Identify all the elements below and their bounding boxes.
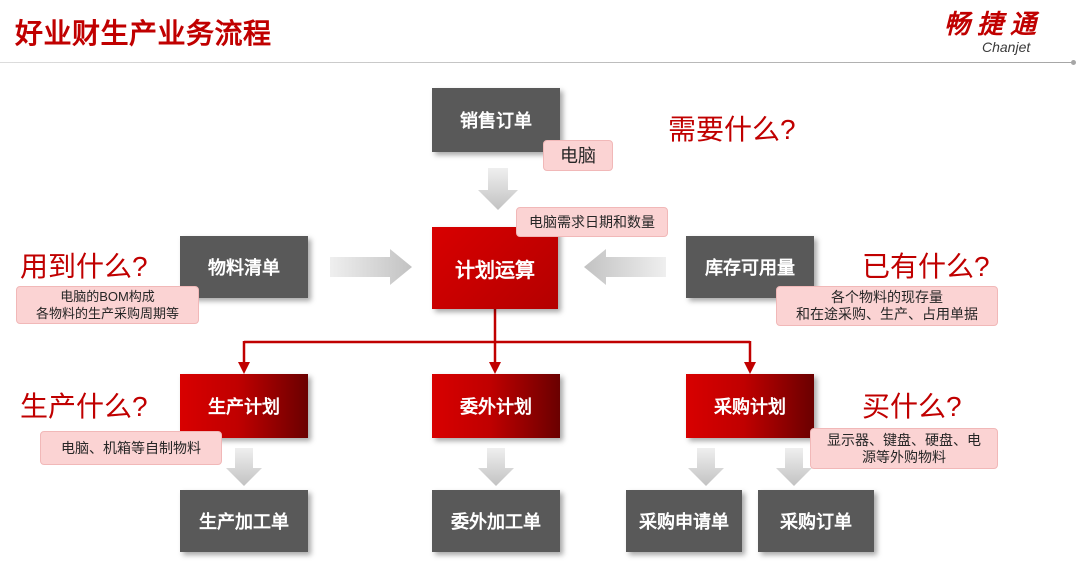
node-purchase-order: 采购订单 bbox=[758, 490, 874, 552]
right-arrow-bom-to-plan bbox=[330, 249, 412, 285]
note-production-text: 电脑、机箱等自制物料 bbox=[61, 439, 201, 456]
note-bom: 电脑的BOM构成 各物料的生产采购周期等 bbox=[16, 286, 199, 324]
note-demand-text: 电脑需求日期和数量 bbox=[529, 213, 655, 230]
down-arrow-production-plan bbox=[226, 448, 262, 486]
node-production-plan: 生产计划 bbox=[180, 374, 308, 438]
down-arrow-outsourcing-plan bbox=[478, 448, 514, 486]
note-demand: 电脑需求日期和数量 bbox=[516, 207, 668, 237]
question-have: 已有什么? bbox=[862, 251, 990, 282]
note-stock-line-1: 各个物料的现存量 bbox=[831, 289, 943, 305]
note-bom-line-2: 各物料的生产采购周期等 bbox=[35, 306, 179, 321]
note-purchase-line-2: 源等外购物料 bbox=[862, 448, 946, 465]
node-bom: 物料清单 bbox=[180, 236, 308, 298]
node-sales-order: 销售订单 bbox=[432, 88, 560, 152]
note-production: 电脑、机箱等自制物料 bbox=[40, 431, 222, 465]
note-purchase: 显示器、键盘、硬盘、电 源等外购物料 bbox=[810, 428, 998, 469]
node-purchase-request: 采购申请单 bbox=[626, 490, 742, 552]
question-use: 用到什么? bbox=[20, 251, 148, 282]
note-stock: 各个物料的现存量 和在途采购、生产、占用单据 bbox=[776, 286, 998, 326]
down-arrow-sales-to-plan bbox=[478, 168, 518, 210]
note-purchase-line-1: 显示器、键盘、硬盘、电 bbox=[827, 431, 981, 448]
node-outsourcing-order: 委外加工单 bbox=[432, 490, 560, 552]
node-outsourcing-plan: 委外计划 bbox=[432, 374, 560, 438]
node-production-order: 生产加工单 bbox=[180, 490, 308, 552]
node-purchase-plan: 采购计划 bbox=[686, 374, 814, 438]
note-sales-order: 电脑 bbox=[543, 140, 613, 171]
down-arrow-purchase-request bbox=[688, 448, 724, 486]
node-plan-calculation: 计划运算 bbox=[432, 227, 558, 309]
logo-chinese: 畅捷通 bbox=[944, 9, 1044, 39]
question-need: 需要什么? bbox=[668, 114, 796, 145]
page-title: 好业财生产业务流程 bbox=[15, 18, 272, 49]
note-stock-line-2: 和在途采购、生产、占用单据 bbox=[796, 306, 978, 322]
question-buy: 买什么? bbox=[862, 391, 962, 422]
logo-english: Chanjet bbox=[982, 39, 1031, 55]
header-divider bbox=[0, 62, 1072, 63]
note-sales-order-text: 电脑 bbox=[560, 145, 596, 166]
left-arrow-stock-to-plan bbox=[584, 249, 666, 285]
node-available-stock: 库存可用量 bbox=[686, 236, 814, 298]
header-divider-dot bbox=[1071, 60, 1076, 65]
note-bom-line-1: 电脑的BOM构成 bbox=[60, 289, 155, 304]
down-arrow-purchase-order bbox=[776, 448, 812, 486]
question-produce: 生产什么? bbox=[20, 391, 148, 422]
